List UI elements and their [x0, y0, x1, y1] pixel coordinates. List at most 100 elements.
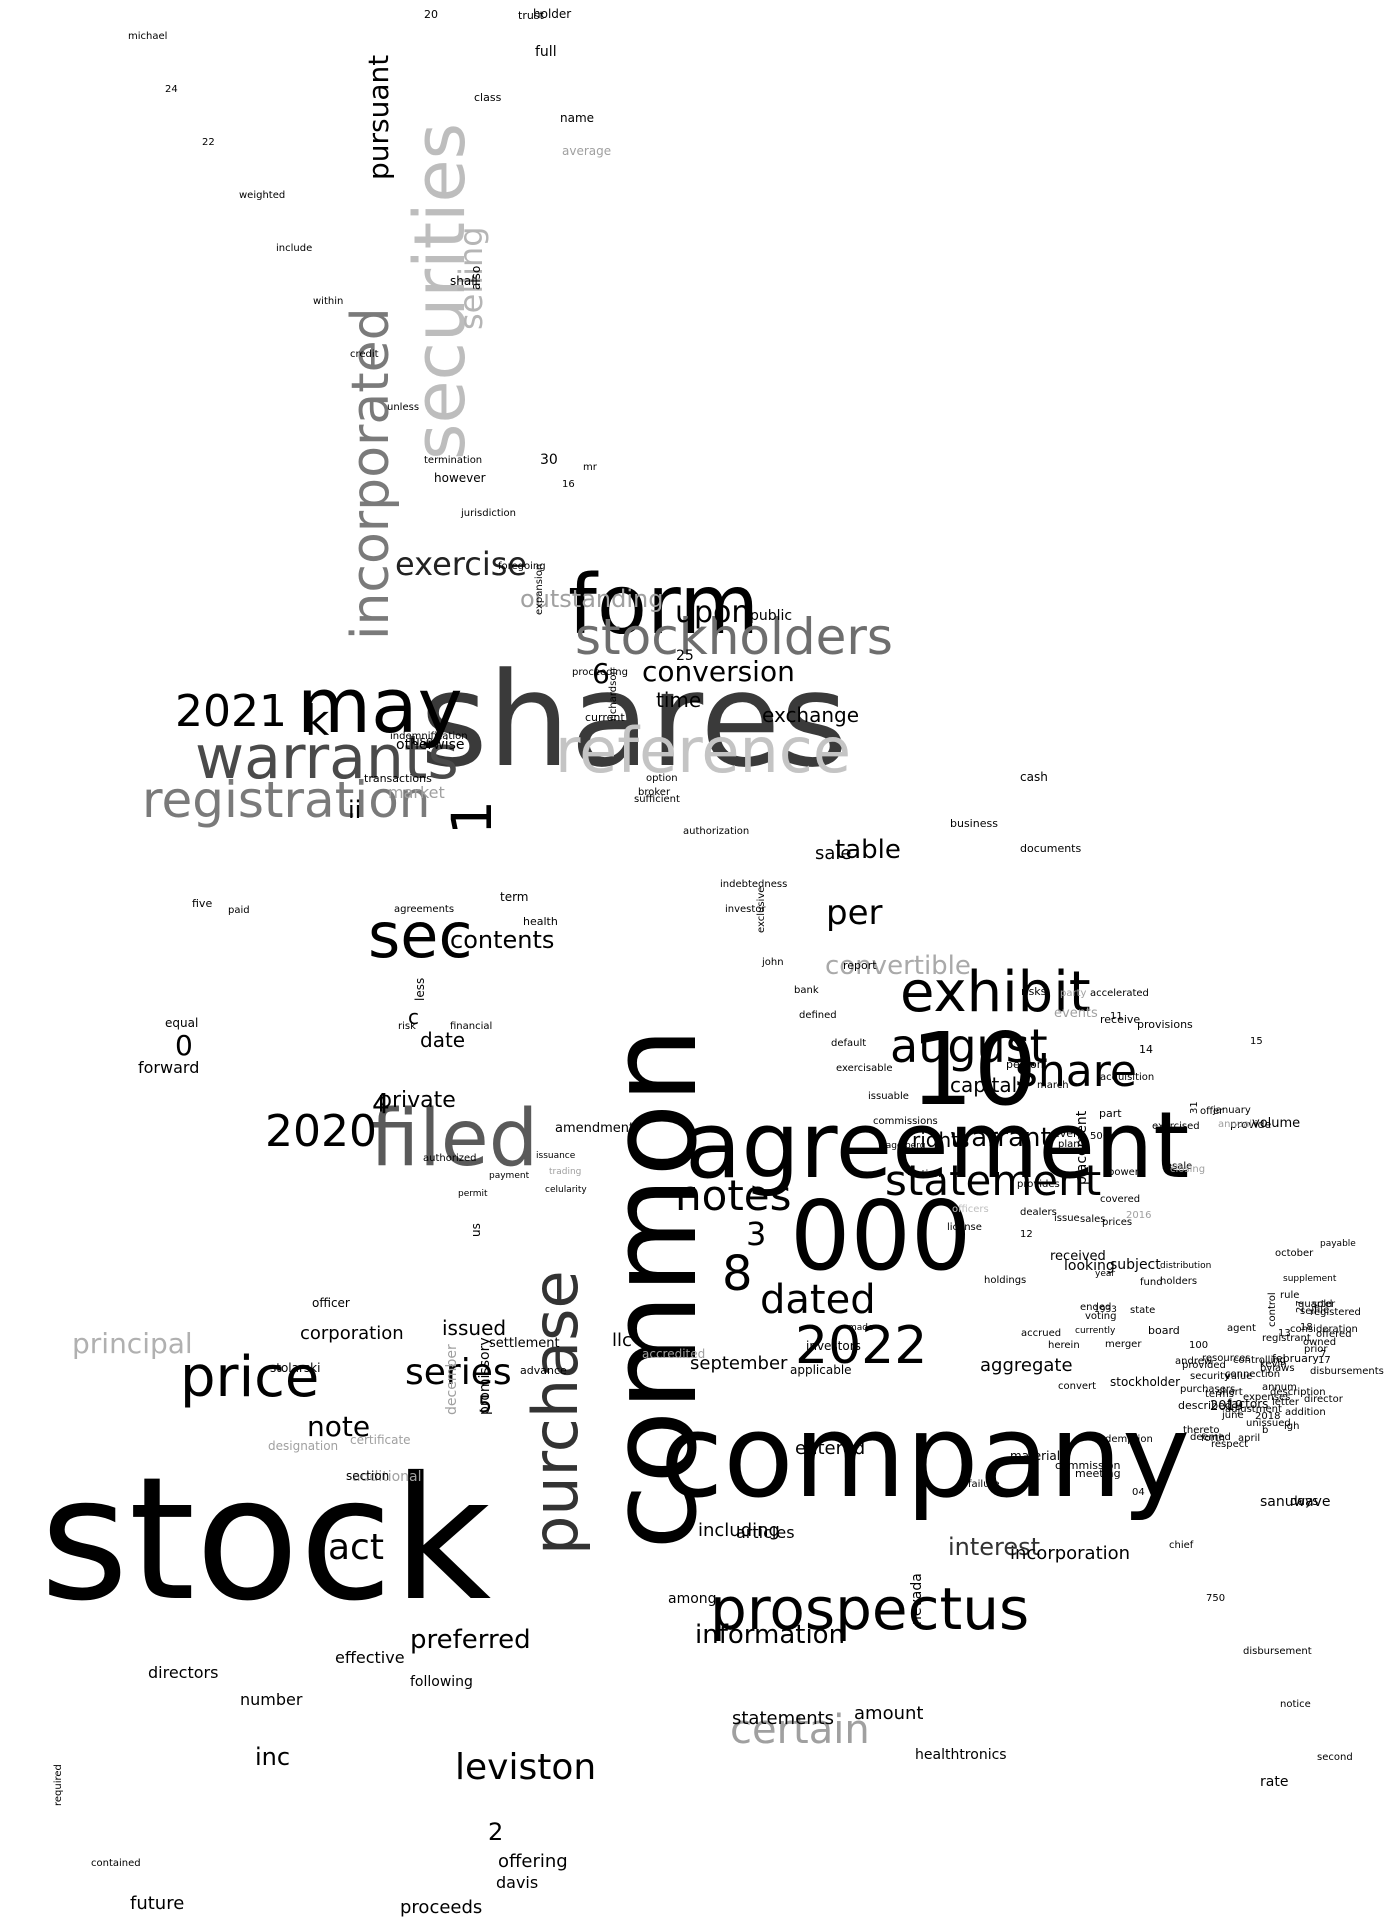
word-18: 18 [1300, 1322, 1313, 1333]
word-11: 11 [1110, 1011, 1123, 1022]
word-description: description [1270, 1387, 1326, 1398]
word-dealers: dealers [1020, 1207, 1057, 1218]
word-however: however [434, 471, 486, 485]
word-applicable: applicable [790, 1363, 852, 1377]
word-proceeds: proceeds [400, 1897, 483, 1918]
word-consideration: consideration [1290, 1324, 1358, 1335]
word-value: value [1225, 1371, 1253, 1382]
word-5: 5 [478, 1393, 492, 1418]
word-required: required [53, 1764, 64, 1806]
word-kevin: kevin [1260, 1359, 1287, 1370]
word-entered: entered [795, 1438, 866, 1459]
word-offered: offered [1316, 1329, 1352, 1340]
word-effective: effective [335, 1648, 405, 1667]
word-davis: davis [496, 1873, 539, 1892]
word-issue: issue [1054, 1213, 1080, 1224]
word-received: received [1050, 1249, 1106, 1264]
word-meeting: meeting [1075, 1467, 1121, 1480]
word-lgh: lgh [1284, 1421, 1300, 1432]
word-volume: volume [1252, 1116, 1301, 1131]
word-form: form [568, 558, 760, 653]
word-broker: broker [638, 787, 671, 798]
word-stolarski: stolarski [270, 1361, 321, 1375]
word-nagelberg: nagelberg [880, 1141, 926, 1151]
word-investors: investors [806, 1339, 861, 1353]
word-short: short [1217, 1387, 1243, 1398]
word-nevada: nevada [909, 1573, 925, 1625]
word-3: 3 [746, 1215, 767, 1253]
word-000: 000 [790, 1182, 972, 1292]
word-security: security [1190, 1371, 1230, 1382]
word-offer: offer [1200, 1106, 1224, 1117]
word-less: less [413, 977, 427, 1001]
word-sold: sold [1312, 1299, 1333, 1310]
word-commission: commission [1055, 1459, 1121, 1472]
word-12: 12 [1020, 1229, 1033, 1240]
word-business: business [950, 817, 998, 830]
word-agreement: agreement [685, 1092, 1190, 1199]
word-supplement: supplement [1283, 1274, 1337, 1284]
word-100: 100 [1189, 1340, 1209, 1351]
word-agent: agent [1227, 1323, 1256, 1334]
word-aggregate: aggregate [980, 1355, 1073, 1376]
word-shares: shares [420, 644, 849, 796]
word-may: may [297, 661, 463, 750]
word-class: class [474, 91, 502, 104]
word-provisions: provisions [1137, 1018, 1193, 1031]
word-trading: trading [549, 1167, 582, 1177]
word-22: 22 [202, 137, 215, 148]
word-certain: certain [730, 1707, 870, 1753]
word-contained: contained [91, 1858, 141, 1869]
word-plan: plan [1058, 1139, 1080, 1150]
word-statement: statement [885, 1156, 1102, 1205]
word-warrant: warrant [950, 1123, 1051, 1153]
word-prices: prices [1102, 1217, 1133, 1228]
word-principal: principal [72, 1327, 193, 1360]
word-reference: reference [555, 714, 852, 787]
word-fund: fund [1140, 1277, 1163, 1288]
word-advance: advance [520, 1364, 567, 1377]
word-year: year [1095, 1269, 1116, 1279]
word-currently: currently [1075, 1326, 1116, 1336]
word-include: include [276, 243, 313, 254]
word-exchange: exchange [762, 703, 860, 727]
word-shall: shall [450, 274, 478, 288]
word-stockholders: stockholders [575, 608, 893, 666]
word-holdings: holdings [984, 1275, 1027, 1286]
word-series: series [405, 1352, 512, 1393]
word-k: k [305, 696, 330, 745]
word-permit: permit [458, 1189, 488, 1199]
word-credit: credit [350, 349, 379, 360]
word-accrued: accrued [1021, 1328, 1062, 1339]
word-inc: inc [255, 1743, 291, 1771]
word-8: 8 [722, 1246, 753, 1302]
word-amendment: amendment [555, 1121, 635, 1136]
word-april: april [1238, 1433, 1261, 1444]
word-pursuant: pursuant [362, 54, 395, 180]
word-jurisdiction: jurisdiction [461, 508, 516, 519]
word-ended: ended [1080, 1302, 1112, 1313]
word-current: current [585, 711, 625, 724]
word-information: information [695, 1620, 846, 1650]
word-default: default [831, 1038, 867, 1049]
word-prior: prior [1304, 1344, 1328, 1355]
word-trust: trust [518, 9, 544, 22]
word-warrants: warrants [195, 723, 459, 793]
word-ii: ii [348, 796, 362, 824]
word-factors: factors [1227, 1397, 1269, 1411]
word-2016: 2016 [1126, 1210, 1152, 1221]
word-resale: resale [1162, 1161, 1193, 1172]
word-herein: herein [1048, 1340, 1080, 1351]
word-person: person [1006, 1058, 1044, 1071]
word-agreements: agreements [394, 904, 455, 915]
word-full: full [535, 44, 557, 60]
word-term: term [500, 890, 529, 904]
word-articles: articles [736, 1523, 795, 1542]
word-issuance: issuance [536, 1151, 576, 1161]
word-1: 1 [440, 800, 504, 835]
word-michael: michael [128, 31, 168, 42]
word-quarter: quarter [1298, 1299, 1336, 1310]
word-capital: capital [950, 1073, 1018, 1097]
word-forward: forward [138, 1058, 200, 1077]
word-october: october [1275, 1248, 1314, 1259]
